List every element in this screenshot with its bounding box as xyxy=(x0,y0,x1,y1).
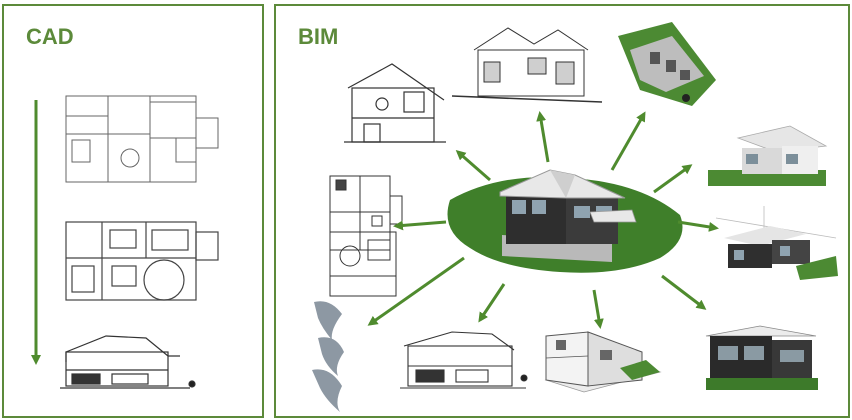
arrow-to-3d-section xyxy=(592,289,604,329)
arrow-to-section xyxy=(455,150,491,182)
arrow-to-perspective-render xyxy=(677,220,719,232)
cad-section-icon xyxy=(60,335,196,389)
bim-rendering-night-icon xyxy=(705,325,818,390)
bim-central-model-icon xyxy=(447,169,683,273)
arrow-to-night-render xyxy=(661,274,707,310)
bim-elevation-drawing-icon xyxy=(451,27,603,103)
bim-3d-section-icon xyxy=(544,331,662,393)
bim-3d-floor-model-icon xyxy=(618,22,716,106)
bim-floor-plan-icon xyxy=(329,175,403,297)
arrow-to-building-section xyxy=(478,283,506,323)
bim-output-arrows xyxy=(367,111,719,329)
arrow-to-3d-model xyxy=(610,111,646,171)
arrow-to-elevation xyxy=(536,111,550,163)
arrow-to-structure xyxy=(367,256,465,326)
bim-title: BIM xyxy=(298,24,339,49)
cad-furnished-plan-icon xyxy=(65,221,219,301)
arrow-to-floor-plan xyxy=(393,220,447,231)
bim-section-drawing-icon xyxy=(344,63,446,143)
bim-rendering-perspective-icon xyxy=(715,206,838,280)
bim-building-section-icon xyxy=(400,331,528,389)
cad-floor-plan-icon xyxy=(65,95,219,183)
cad-title: CAD xyxy=(26,24,74,49)
bim-structural-components-icon xyxy=(312,301,344,412)
cad-panel: CAD xyxy=(2,4,264,418)
arrow-to-exterior-render xyxy=(653,164,693,194)
bim-rendering-exterior-icon xyxy=(708,125,828,186)
